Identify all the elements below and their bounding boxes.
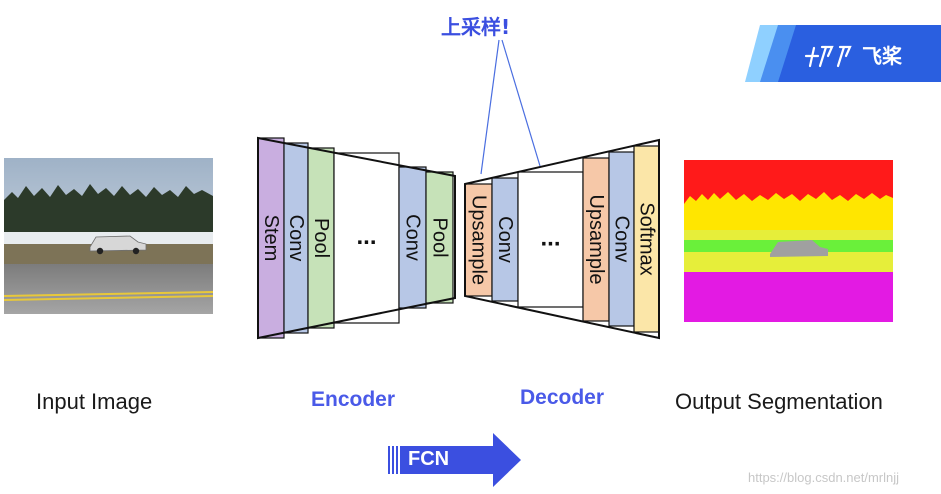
output-segmentation-caption: Output Segmentation: [675, 389, 883, 414]
decoder-layer-1: [491, 177, 519, 302]
decoder-layer-label-0: Upsample: [468, 195, 490, 285]
paddle-logo-text: 飞桨: [862, 44, 902, 68]
watermark-url: https://blog.csdn.net/mrlnjj: [748, 470, 900, 485]
decoder-layer-0: [464, 183, 493, 297]
encoder-layer-label-1: Conv: [285, 215, 307, 262]
decoder-layer-label-2: ...: [540, 225, 560, 252]
decoder-layer-4: [608, 151, 635, 327]
fcn-arrow: [388, 433, 521, 487]
encoder-layer-label-3: ...: [356, 223, 376, 250]
input-image: [3, 158, 214, 314]
encoder-layer-1: [283, 142, 309, 334]
encoder-layer-label-5: Pool: [429, 217, 451, 257]
input-image-caption: Input Image: [36, 389, 153, 414]
encoder-layer-0: [257, 137, 285, 339]
upsample-pointer-lines: [480, 39, 541, 175]
decoder-layer-label-4: Conv: [611, 216, 633, 263]
decoder-layer-3: [582, 157, 610, 322]
upsample-note: 上采样!: [441, 15, 511, 39]
encoder-layer-label-2: Pool: [310, 218, 332, 258]
decoder-layer-label-3: Upsample: [585, 194, 607, 284]
encoder-layer-5: [425, 171, 454, 304]
fcn-label: FCN: [408, 448, 450, 470]
encoder-layer-2: [307, 147, 335, 329]
encoder-layer-label-0: Stem: [260, 215, 282, 262]
output-segmentation: [684, 160, 893, 322]
encoder-layer-4: [398, 166, 427, 309]
paddle-mark-icon: [804, 45, 852, 68]
decoder-layer-label-5: Softmax: [636, 202, 658, 275]
decoder-layer-2: [517, 171, 584, 308]
decoder-label: Decoder: [520, 386, 605, 409]
paddle-logo: [745, 25, 941, 82]
decoder-layer-label-1: Conv: [494, 216, 516, 263]
encoder-layer-label-4: Conv: [402, 214, 424, 261]
encoder-label: Encoder: [311, 388, 396, 411]
